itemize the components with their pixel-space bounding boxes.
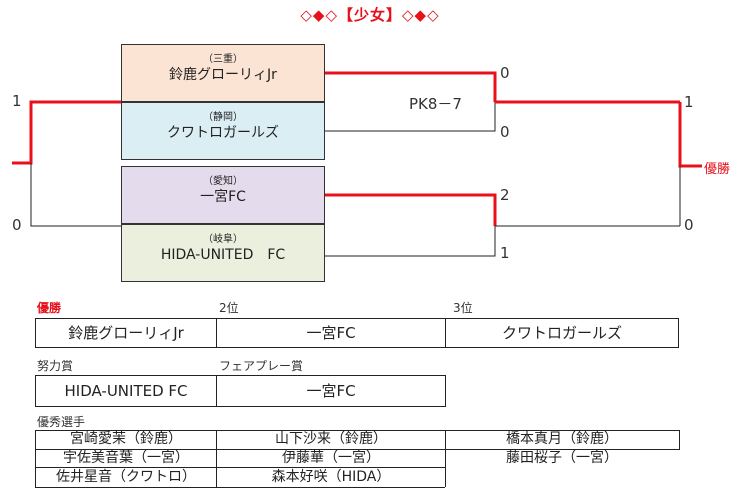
first-place-team: 鈴鹿グローリィJr xyxy=(35,318,217,348)
second-place-team: 一宮FC xyxy=(216,318,446,348)
effort-award-label: 努力賞 xyxy=(37,359,74,373)
score-semi1-top: 0 xyxy=(500,64,510,82)
score-semi1-bottom: 0 xyxy=(500,123,510,141)
divider xyxy=(35,430,36,487)
bracket-line-semi1-bottom xyxy=(325,102,496,132)
team-name: クワトロガールズ xyxy=(167,125,279,141)
player-r1-c1: 宮崎愛茉（鈴鹿） xyxy=(70,431,182,447)
first-place-label: 優勝 xyxy=(37,301,62,315)
team-box-2: （静岡） クワトロガールズ xyxy=(121,102,325,160)
divider xyxy=(216,430,217,487)
team-box-4: （岐阜） HIDA-UNITED FC xyxy=(121,224,325,282)
team-pref: （岐阜） xyxy=(203,234,243,245)
champion-marker: 優勝 xyxy=(704,162,731,177)
divider xyxy=(35,449,680,450)
fairplay-award-team: 一宮FC xyxy=(216,375,446,407)
bracket-line-semi2-top xyxy=(325,193,497,226)
score-final-left-bottom: 0 xyxy=(12,216,22,234)
third-place-label: 3位 xyxy=(453,301,473,315)
bracket-line-semi1-top xyxy=(325,71,497,102)
bracket-line-left-bottom xyxy=(30,163,121,227)
bracket-line-left-top xyxy=(12,100,121,165)
team-pref: （愛知） xyxy=(203,176,243,187)
divider xyxy=(445,430,446,487)
top-players-label: 優秀選手 xyxy=(37,415,86,429)
score-final-right-top: 1 xyxy=(684,93,694,111)
bracket-line-final-top xyxy=(678,102,702,168)
player-r3-c2: 森本好咲（HIDA） xyxy=(271,469,391,485)
divider xyxy=(679,430,680,449)
player-r1-c2: 山下沙来（鈴鹿） xyxy=(275,431,387,447)
score-final-left-top: 1 xyxy=(12,92,22,110)
score-semi2-bottom: 1 xyxy=(500,244,510,262)
player-r3-c1: 佐井星音（クワトロ） xyxy=(56,469,196,485)
divider xyxy=(35,467,445,468)
second-place-label: 2位 xyxy=(219,301,239,315)
page-title: ◇◆◇【少女】◇◆◇ xyxy=(300,6,440,24)
player-r2-c2: 伊藤華（一宮） xyxy=(282,450,380,466)
player-r2-c3: 藤田桜子（一宮） xyxy=(506,450,618,466)
pk-score: PK8－7 xyxy=(409,95,462,113)
team-box-1: （三重） 鈴鹿グローリィJr xyxy=(121,44,325,102)
team-pref: （静岡） xyxy=(203,112,243,123)
team-name: 鈴鹿グローリィJr xyxy=(169,67,277,83)
player-r2-c1: 宇佐美音葉（一宮） xyxy=(63,450,189,466)
bracket-line-semi2-bottom xyxy=(325,226,496,257)
divider xyxy=(35,487,445,488)
team-name: HIDA-UNITED FC xyxy=(160,247,286,263)
divider xyxy=(35,430,680,431)
effort-award-team: HIDA-UNITED FC xyxy=(35,375,217,407)
team-pref: （三重） xyxy=(203,54,243,65)
score-final-right-bottom: 0 xyxy=(684,216,694,234)
fairplay-award-label: フェアプレー賞 xyxy=(219,359,304,373)
score-semi2-top: 2 xyxy=(500,186,510,204)
player-r1-c3: 橋本真月（鈴鹿） xyxy=(506,431,618,447)
team-box-3: （愛知） 一宮FC xyxy=(121,166,325,224)
team-name: 一宮FC xyxy=(200,189,246,205)
third-place-team: クワトロガールズ xyxy=(445,318,679,348)
